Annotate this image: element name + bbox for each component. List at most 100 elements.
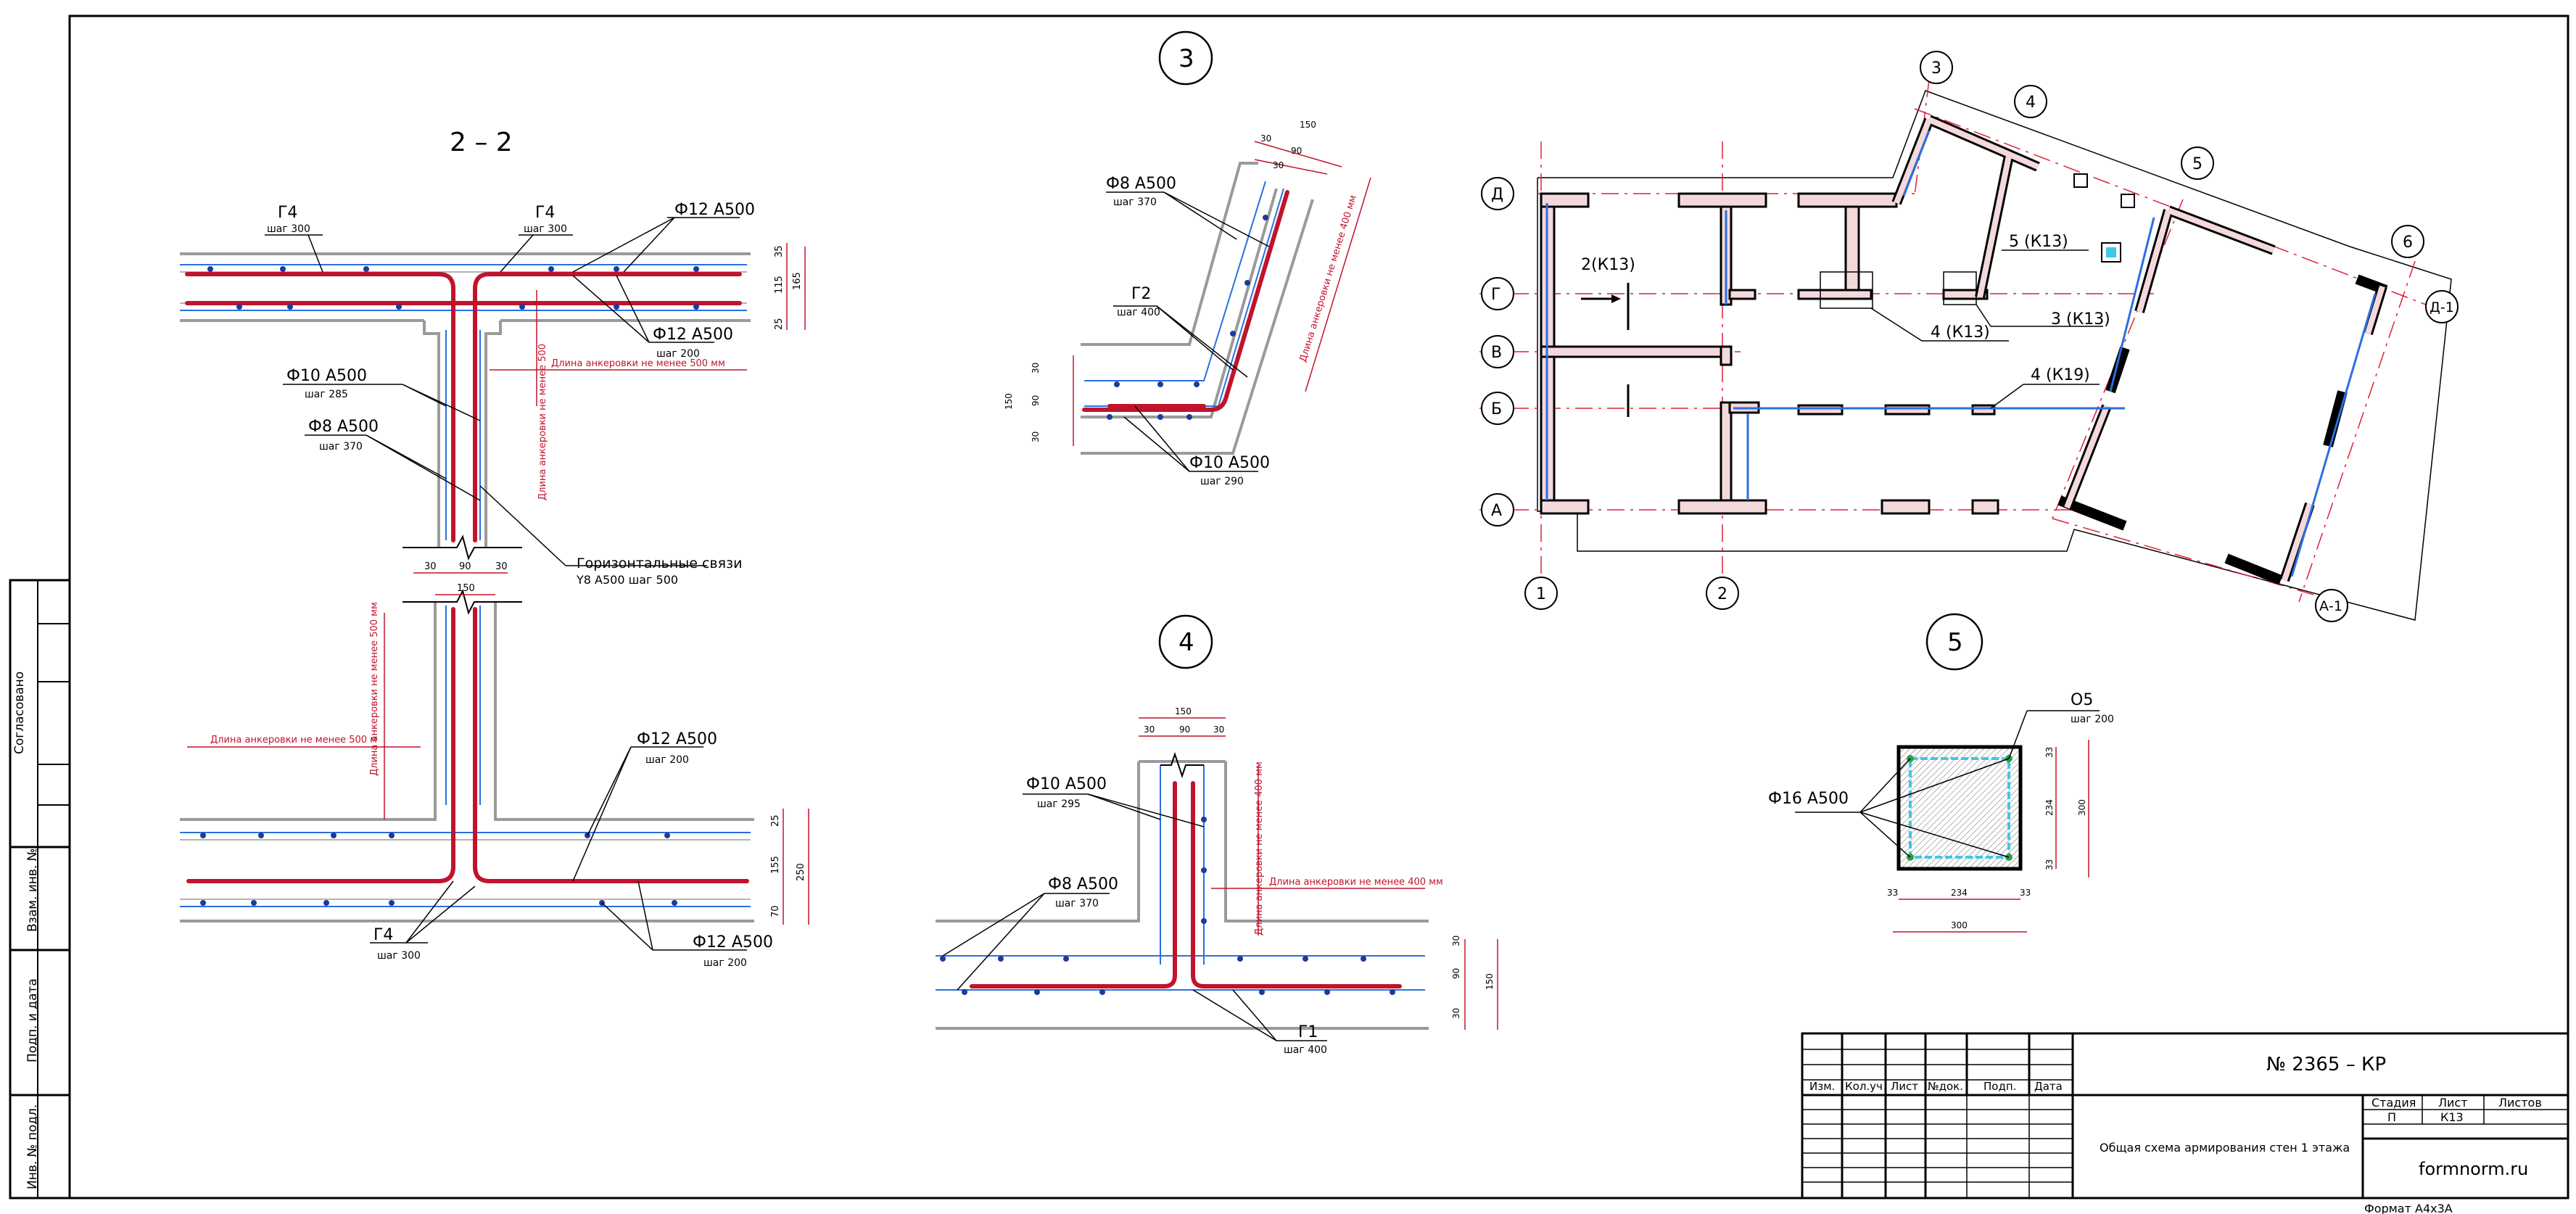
dim-top-35: 35 <box>774 245 785 257</box>
side-stamp: Согласовано Взам. инв. № Подп. и дата Ин… <box>9 579 71 1199</box>
d3-dim-left-90: 90 <box>1031 395 1041 406</box>
d5-dim-right-300: 300 <box>2077 799 2087 816</box>
d5-phi16: Ф16 А500 <box>1768 790 1849 808</box>
d3-dim-top-90: 90 <box>1291 146 1302 156</box>
detail-4-num: 4 <box>1178 628 1194 657</box>
outer-frame <box>68 15 2569 1199</box>
d5-dim-bot-234: 234 <box>1951 888 1968 898</box>
d3-phi8-step: шаг 370 <box>1113 197 1157 208</box>
d4-dim-right-30a: 30 <box>1451 936 1461 946</box>
anchor-h2-label: Длина анкеровки не менее 500 м <box>210 735 377 746</box>
axis-6: 6 <box>2403 234 2413 252</box>
d3-dim-left-30a: 30 <box>1031 363 1041 373</box>
d5-dim-bot-33b: 33 <box>2020 888 2031 898</box>
dim-wall-90: 90 <box>459 561 471 572</box>
d4-dim-right-150: 150 <box>1485 973 1495 990</box>
dim-bot-70: 70 <box>770 905 781 917</box>
tb-company: formnorm.ru <box>2419 1159 2528 1179</box>
phi10-step: шаг 285 <box>305 389 348 400</box>
tb-h-data: Дата <box>2034 1080 2063 1093</box>
top-g4-mid: Г4 <box>535 204 555 222</box>
horiz-links-1: Горизонтальные связи <box>577 556 743 571</box>
d3-phi10-step: шаг 290 <box>1200 476 1244 487</box>
bot-phi12-a-step: шаг 200 <box>645 754 689 766</box>
d4-g1-step: шаг 400 <box>1284 1044 1327 1056</box>
axis-D1: Д-1 <box>2430 300 2454 315</box>
detail-3: 3 Ф8 А500 шаг 370 Г2 шаг 400 Ф10 А500 <box>1004 30 1371 487</box>
tb-stage-label: Стадия <box>2371 1096 2416 1110</box>
tb-sheet-value: К13 <box>2440 1110 2464 1124</box>
dim-150: 150 <box>457 583 475 594</box>
top-phi12-a: Ф12 А500 <box>674 201 755 219</box>
axis-4: 4 <box>2026 94 2036 112</box>
d3-dim-left-30b: 30 <box>1031 431 1041 442</box>
detail-3-marker <box>1158 30 1213 86</box>
horiz-links-2: Y8 А500 шаг 500 <box>576 573 678 587</box>
d4-dim-top-150: 150 <box>1175 706 1192 717</box>
d5-o5: О5 <box>2071 691 2093 709</box>
axis-A1: А-1 <box>2319 598 2342 614</box>
d3-dim-top-150: 150 <box>1300 120 1316 130</box>
d4-dim-top-90: 90 <box>1179 724 1190 735</box>
detail-5-num: 5 <box>1947 628 1963 657</box>
d4-dim-top-30b: 30 <box>1213 724 1224 735</box>
bot-phi12-b: Ф12 А500 <box>693 933 773 951</box>
bot-phi12-a: Ф12 А500 <box>637 730 717 748</box>
tb-stage-value: П <box>2387 1110 2396 1124</box>
dim-top-25: 25 <box>774 318 785 330</box>
d3-dim-left-150: 150 <box>1004 393 1014 410</box>
top-phi12-b: Ф12 А500 <box>653 326 733 344</box>
tb-doc-number: № 2365 – КР <box>2266 1054 2386 1075</box>
dim-top-165: 165 <box>792 272 803 290</box>
axis-D: Д <box>1491 186 1503 204</box>
tb-h-kol: Кол.уч <box>1845 1080 1883 1093</box>
callout-4b: 4 (К19) <box>2031 366 2090 384</box>
phi10-label: Ф10 А500 <box>286 367 367 385</box>
section-title: 2 – 2 <box>450 128 513 157</box>
tb-sheet-title: Общая схема армирования стен 1 этажа <box>2100 1141 2350 1155</box>
detail-4: 4 Ф10 А500 ша <box>936 614 1498 1056</box>
anchor-h-label: Длина анкеровки не менее 500 мм <box>551 358 725 369</box>
inv-replaced-label: Взам. инв. № <box>25 848 40 932</box>
d5-dim-right-33a: 33 <box>2044 747 2055 758</box>
dim-top-115: 115 <box>774 276 785 294</box>
tb-h-doc: №док. <box>1928 1080 1963 1093</box>
detail-5-marker <box>1925 613 1983 671</box>
bot-g4: Г4 <box>373 926 393 944</box>
d3-dim-top-30b: 30 <box>1273 160 1284 170</box>
dim-wall-30b: 30 <box>495 561 508 572</box>
axis-B: Б <box>1491 400 1502 418</box>
d4-anchor-h: Длина анкеровки не менее 400 мм <box>1269 877 1443 888</box>
d3-g2-step: шаг 400 <box>1117 307 1160 318</box>
detail-5: 5 О5 шаг 200 Ф16 А500 33 234 33 300 33 2… <box>1768 613 2114 933</box>
sign-date-label: Подп. и дата <box>25 978 40 1062</box>
dim-bot-155: 155 <box>770 856 781 874</box>
axis-A: А <box>1491 502 1502 520</box>
detail-4-marker <box>1158 614 1213 669</box>
phi8-step: шаг 370 <box>319 441 363 453</box>
top-phi12-b-step: шаг 200 <box>656 348 700 360</box>
title-block: Изм. Кол.уч Лист №док. Подп. Дата № 2365… <box>1801 1032 2569 1214</box>
detail-3-num: 3 <box>1178 44 1194 73</box>
d4-dim-top-30a: 30 <box>1144 724 1155 735</box>
d3-dim-top-30a: 30 <box>1260 133 1271 144</box>
d5-dim-right-33b: 33 <box>2044 859 2055 870</box>
tb-sheets-label: Листов <box>2498 1096 2542 1110</box>
dim-bot-25: 25 <box>770 814 781 827</box>
floor-plan: 2(К13) 3 (К13) 4 (К13) 4 (К19) 5 (К13) Д… <box>1479 51 2459 622</box>
callout-5: 5 (К13) <box>2009 233 2068 251</box>
approved-label: Согласовано <box>12 672 27 754</box>
tb-format: Формат А4х3А <box>2364 1202 2453 1214</box>
d5-dim-bot-33a: 33 <box>1887 888 1898 898</box>
d4-dim-right-90: 90 <box>1451 968 1461 979</box>
d4-g1: Г1 <box>1298 1023 1318 1041</box>
top-g4-left: Г4 <box>278 204 297 222</box>
top-g4-mid-step: шаг 300 <box>524 223 567 235</box>
callout-4: 4 (К13) <box>1931 323 1990 342</box>
callout-3: 3 (К13) <box>2051 310 2110 329</box>
tb-h-list: Лист <box>1891 1080 1918 1093</box>
dim-bot-250: 250 <box>796 863 806 881</box>
d4-phi8: Ф8 А500 <box>1048 875 1118 893</box>
inv-orig-label: Инв. № подл. <box>25 1104 40 1189</box>
